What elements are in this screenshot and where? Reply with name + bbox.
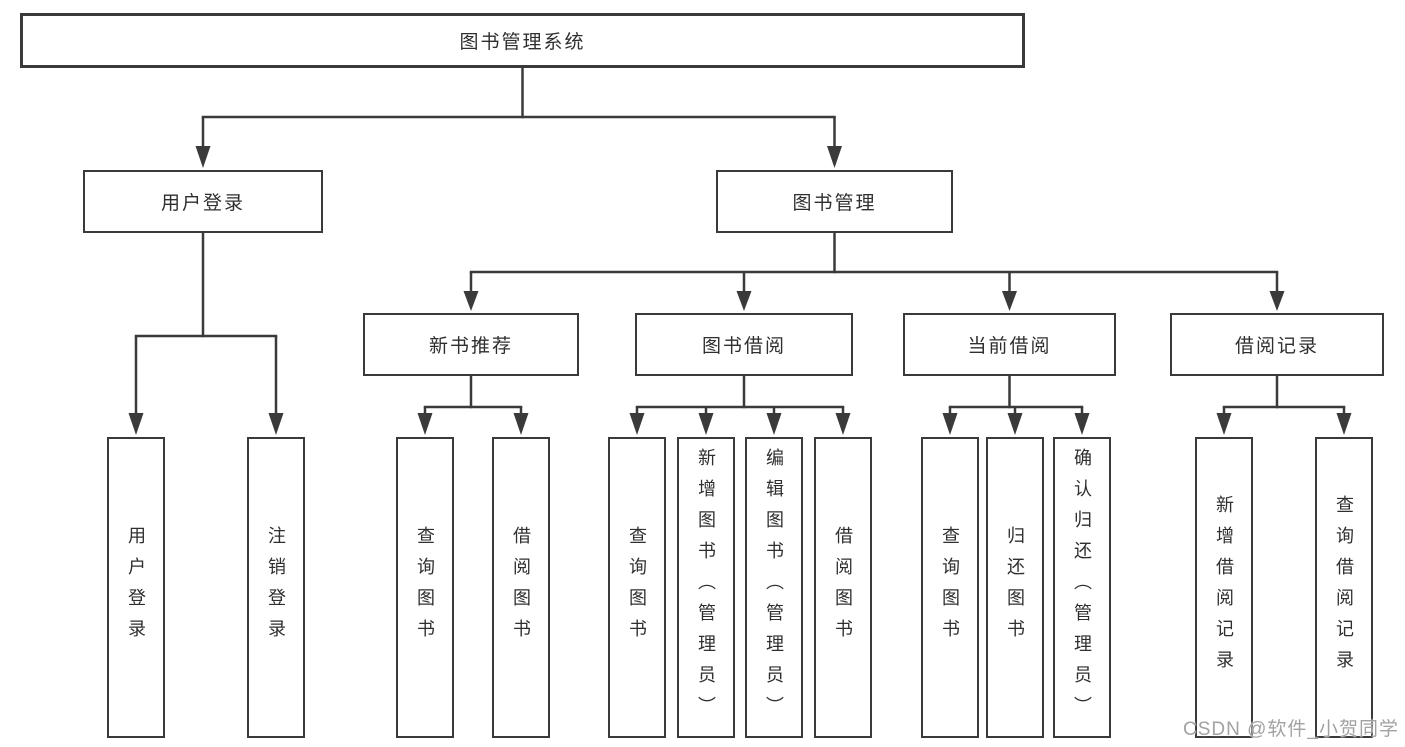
node-label: 用户登录 (126, 525, 146, 650)
node-label: 新增借阅记录 (1214, 494, 1234, 681)
node-leaf-query-book-2: 查询图书 (608, 437, 666, 738)
node-book-borrow: 图书借阅 (635, 313, 853, 376)
node-leaf-add-book-admin: 新增图书（管理员） (677, 437, 735, 738)
node-label: 借阅记录 (1234, 336, 1319, 357)
node-label: 查询借阅记录 (1334, 494, 1354, 681)
node-label: 当前借阅 (967, 336, 1052, 357)
node-leaf-logout: 注销登录 (247, 437, 305, 738)
node-leaf-confirm-return-admin: 确认归还（管理员） (1053, 437, 1111, 738)
node-leaf-user-login: 用户登录 (107, 437, 165, 738)
node-label: 编辑图书（管理员） (764, 448, 784, 727)
node-label: 查询图书 (627, 525, 647, 650)
connector-borrow-records-to-leaves (1216, 376, 1352, 435)
connector-book-borrow-to-leaves (629, 376, 851, 435)
node-leaf-add-borrow-record: 新增借阅记录 (1195, 437, 1253, 738)
node-leaf-borrow-book-1: 借阅图书 (492, 437, 550, 738)
node-current-borrow: 当前借阅 (903, 313, 1116, 376)
node-leaf-borrow-book-2: 借阅图书 (814, 437, 872, 738)
node-label: 新书推荐 (428, 336, 513, 357)
node-label: 查询图书 (415, 525, 435, 650)
node-library-system: 图书管理系统 (20, 13, 1025, 68)
node-leaf-edit-book-admin: 编辑图书（管理员） (745, 437, 803, 738)
node-label: 查询图书 (940, 525, 960, 650)
node-label: 确认归还（管理员） (1072, 448, 1092, 727)
node-new-book-recommend: 新书推荐 (363, 313, 579, 376)
connector-root-to-level2 (195, 68, 842, 168)
node-label: 借阅图书 (511, 525, 531, 650)
connector-user-login-to-leaves (128, 233, 284, 435)
watermark-text: CSDN @软件_小贺同学 (1183, 719, 1399, 740)
node-label: 图书管理系统 (459, 32, 586, 53)
node-label: 图书管理 (792, 193, 877, 214)
node-label: 注销登录 (266, 525, 286, 650)
connector-new-book-rec-to-leaves (417, 376, 529, 435)
node-label: 新增图书（管理员） (696, 448, 716, 727)
node-leaf-query-book-1: 查询图书 (396, 437, 454, 738)
node-leaf-query-book-3: 查询图书 (921, 437, 979, 738)
node-label: 借阅图书 (833, 525, 853, 650)
node-leaf-return-book: 归还图书 (986, 437, 1044, 738)
node-label: 用户登录 (160, 193, 245, 214)
connector-book-mgmt-to-level3 (463, 233, 1285, 311)
node-label: 图书借阅 (701, 336, 786, 357)
connector-current-borrow-to-leaves (942, 376, 1090, 435)
node-borrow-records: 借阅记录 (1170, 313, 1384, 376)
node-label: 归还图书 (1005, 525, 1025, 650)
node-book-management: 图书管理 (716, 170, 953, 233)
node-user-login: 用户登录 (83, 170, 323, 233)
node-leaf-query-borrow-record: 查询借阅记录 (1315, 437, 1373, 738)
